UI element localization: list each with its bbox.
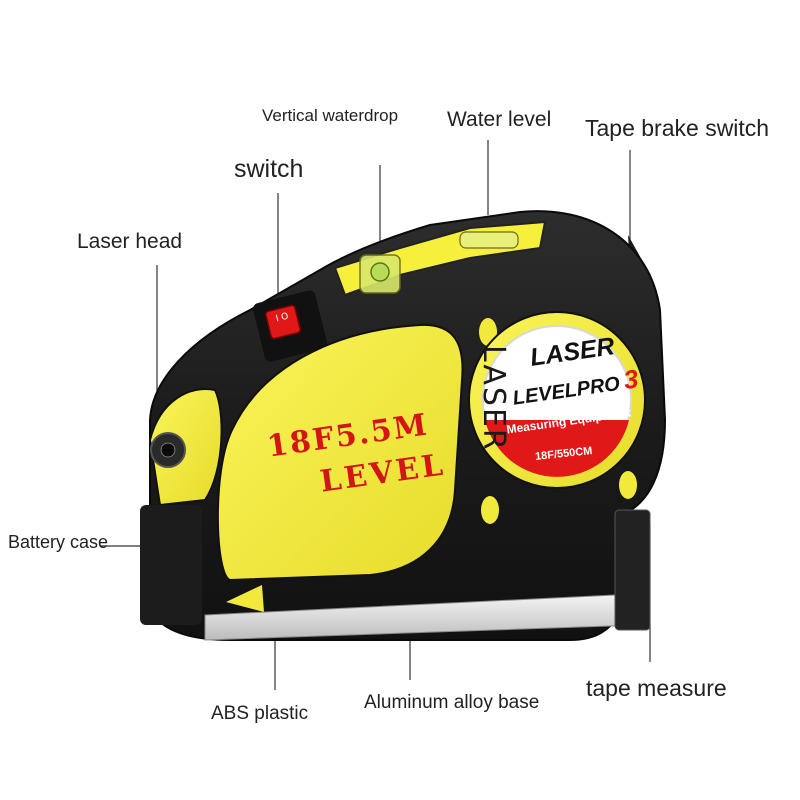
callout-tape-brake-switch: Tape brake switch (585, 115, 770, 141)
tape-measure-end (614, 509, 651, 631)
callout-abs-plastic: ABS plastic (211, 703, 309, 724)
battery-case (140, 505, 202, 625)
panel-dot (481, 496, 499, 524)
callout-vertical-waterdrop: Vertical waterdrop (262, 106, 399, 125)
callout-battery-case: Battery case (8, 532, 109, 552)
vertical-laser-text: LASER (476, 345, 511, 452)
callout-laser-head: Laser head (77, 230, 183, 253)
water-level-vial (459, 231, 519, 249)
callout-water-level: Water level (447, 108, 552, 131)
side-panel (216, 323, 464, 582)
callout-switch: switch (234, 155, 304, 183)
panel-dot (619, 471, 637, 499)
panel-triangle (226, 585, 264, 612)
callout-aluminum-alloy-base: Aluminum alloy base (364, 692, 540, 713)
power-switch (264, 304, 302, 340)
callout-tape-measure: tape measure (586, 675, 727, 701)
